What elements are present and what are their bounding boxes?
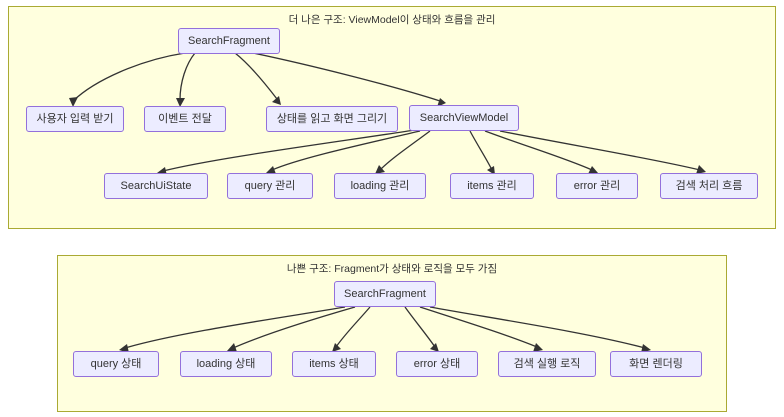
node-label: loading 관리: [350, 179, 410, 192]
node-label: query 관리: [244, 179, 296, 192]
node-label: error 상태: [413, 357, 461, 370]
node-query-manage[interactable]: query 관리: [227, 173, 313, 199]
node-label: SearchUiState: [120, 179, 192, 192]
node-query-state[interactable]: query 상태: [73, 351, 159, 377]
node-screen-rendering[interactable]: 화면 렌더링: [610, 351, 702, 377]
node-search-uistate[interactable]: SearchUiState: [104, 173, 208, 199]
node-search-fragment-bad[interactable]: SearchFragment: [334, 281, 436, 307]
node-loading-manage[interactable]: loading 관리: [334, 173, 426, 199]
subgraph-bad-structure: 나쁜 구조: Fragment가 상태와 로직을 모두 가짐: [57, 255, 727, 412]
node-label: 화면 렌더링: [629, 357, 683, 370]
node-label: SearchViewModel: [419, 111, 509, 124]
node-error-manage[interactable]: error 관리: [556, 173, 638, 199]
node-error-state[interactable]: error 상태: [396, 351, 478, 377]
node-label: 검색 처리 흐름: [675, 179, 743, 192]
subgraph-title-better-structure: 더 나은 구조: ViewModel이 상태와 흐름을 관리: [288, 14, 496, 26]
node-search-viewmodel[interactable]: SearchViewModel: [409, 105, 519, 131]
node-label: 이벤트 전달: [158, 112, 212, 125]
node-label: 사용자 입력 받기: [36, 112, 114, 125]
node-user-input[interactable]: 사용자 입력 받기: [26, 106, 124, 132]
node-search-logic[interactable]: 검색 실행 로직: [498, 351, 596, 377]
node-label: query 상태: [90, 357, 142, 370]
node-label: error 관리: [573, 179, 621, 192]
node-items-state[interactable]: items 상태: [292, 351, 376, 377]
node-label: 상태를 읽고 화면 그리기: [276, 112, 388, 125]
node-loading-state[interactable]: loading 상태: [180, 351, 272, 377]
subgraph-title-bad-structure: 나쁜 구조: Fragment가 상태와 로직을 모두 가짐: [286, 263, 498, 275]
node-label: items 관리: [467, 179, 517, 192]
node-read-state-render[interactable]: 상태를 읽고 화면 그리기: [266, 106, 398, 132]
node-search-fragment-good[interactable]: SearchFragment: [178, 28, 280, 54]
node-label: 검색 실행 로직: [513, 357, 581, 370]
node-search-flow[interactable]: 검색 처리 흐름: [660, 173, 758, 199]
node-label: SearchFragment: [188, 34, 270, 47]
node-label: SearchFragment: [344, 287, 426, 300]
node-event-delivery[interactable]: 이벤트 전달: [144, 106, 226, 132]
node-label: loading 상태: [196, 357, 256, 370]
node-label: items 상태: [309, 357, 359, 370]
node-items-manage[interactable]: items 관리: [450, 173, 534, 199]
